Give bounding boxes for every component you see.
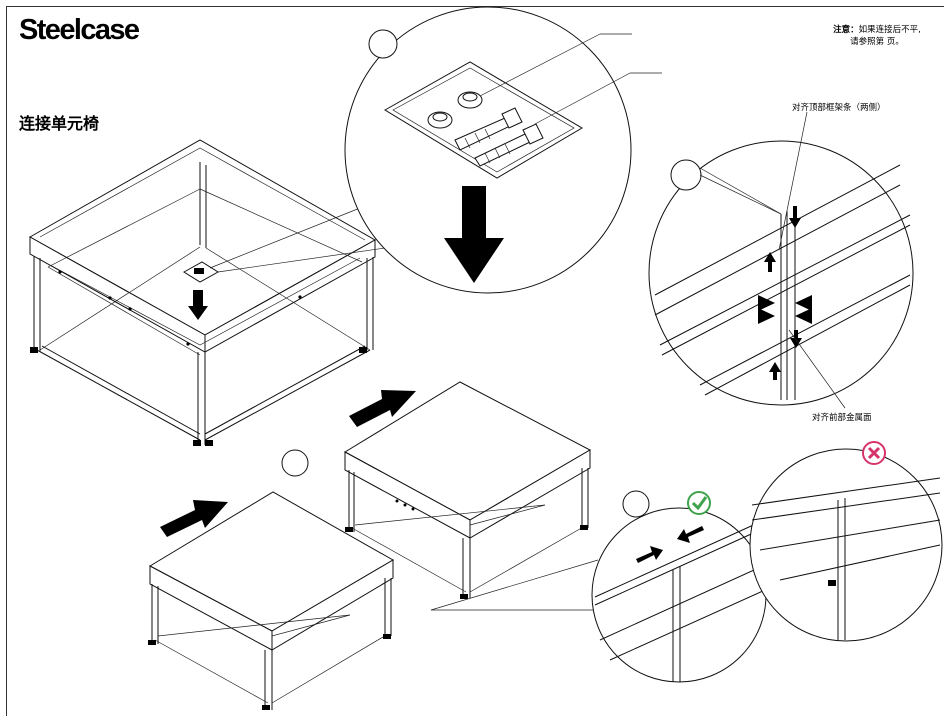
bench-pair-illustration — [148, 382, 598, 710]
zoom-frame-alignment — [649, 112, 913, 408]
check-icon — [688, 492, 710, 514]
cross-icon — [863, 442, 885, 464]
zoom-correct-alignment — [592, 491, 766, 682]
bench-frame-illustration — [30, 140, 385, 446]
zoom-wrong-alignment — [750, 442, 942, 641]
zoom-hardware-detail — [345, 7, 662, 293]
